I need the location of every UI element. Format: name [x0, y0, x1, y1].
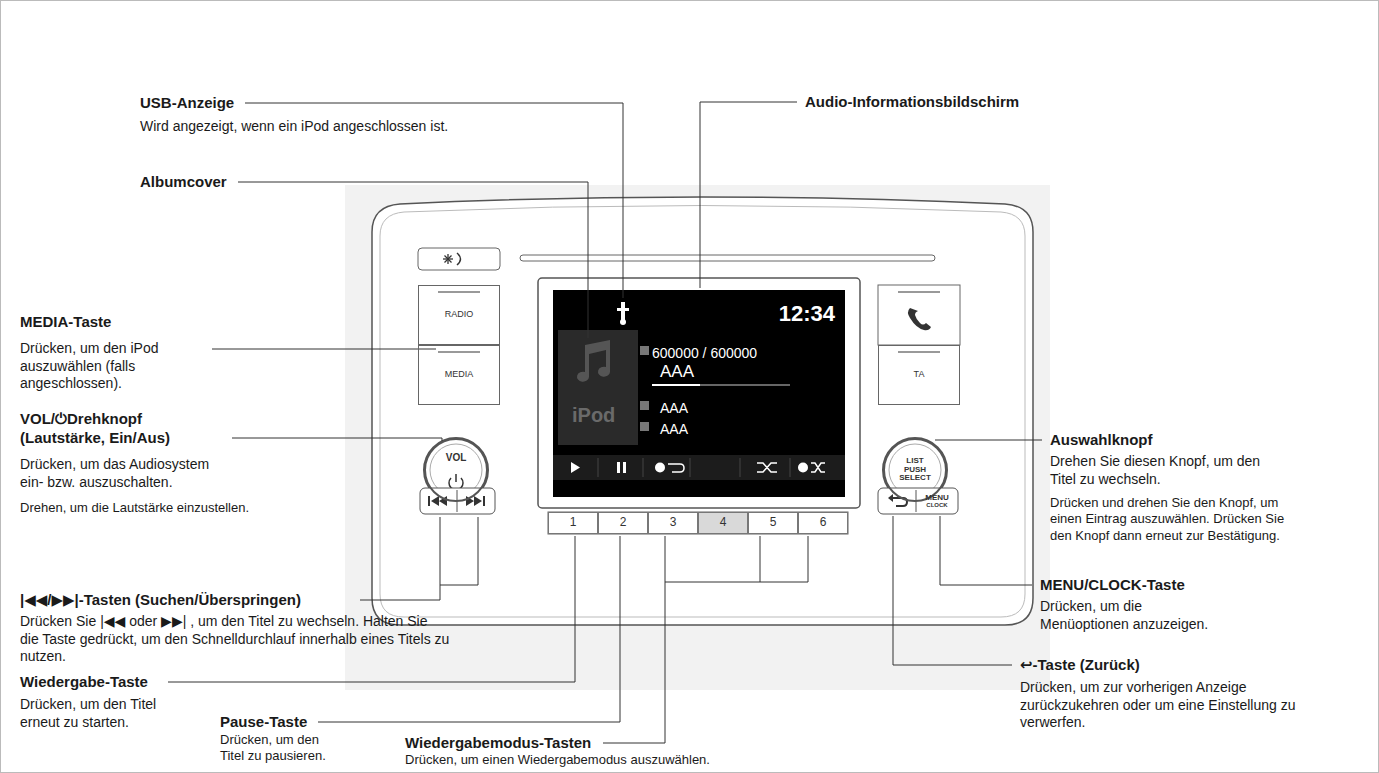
callout-text: Drücken, um die Menüoptionen anzuzeigen.: [1040, 598, 1230, 633]
select-knob: LIST PUSH SELECT: [883, 438, 947, 502]
illumination-button: [418, 248, 500, 270]
callout-heading: VOL/⏻Drehknopf (Lautstärke, Ein/Aus): [20, 410, 225, 448]
knob-ring: [424, 438, 488, 502]
callout-heading: Auswahlknopf: [1050, 431, 1250, 450]
screen-text: 12:34: [779, 302, 835, 326]
button-label: VOL: [446, 452, 467, 463]
callout-heading: Audio-Informationsbildschirm: [805, 93, 1105, 112]
album-cover: iPod: [558, 330, 638, 445]
media-button: MEDIA: [418, 345, 500, 405]
preset-row: [548, 512, 848, 534]
callout-text: Drücken, um den iPod auszuwählen (falls …: [20, 340, 210, 393]
callout-text: Drücken, um den Titel zu pausieren.: [220, 732, 345, 765]
ta-button: TA: [878, 345, 960, 405]
callout-text: Drücken und drehen Sie den Knopf, um ein…: [1050, 495, 1300, 544]
callout-heading: MEDIA-Taste: [20, 313, 220, 332]
callout-text: Drehen Sie diesen Knopf, um den Titel zu…: [1050, 453, 1265, 488]
button-label: LIST PUSH SELECT: [898, 457, 932, 483]
callout-heading: MENU/CLOCK-Taste: [1040, 576, 1260, 595]
audio-screen: 12:34 600000 / 600000AAA AAA AAA iPod: [553, 290, 845, 497]
callout-text: Drücken, um zur vorherigen Anzeige zurüc…: [1020, 679, 1300, 732]
callout-text: Drücken, um das Audiosystem ein- bzw. au…: [20, 456, 235, 491]
preset-button: 5: [748, 512, 798, 534]
preset-button: 4: [698, 512, 748, 534]
button-label: 2: [620, 516, 627, 529]
button-label: TA: [914, 370, 925, 380]
callout-text: Drücken Sie |◀◀ oder ▶▶| , um den Titel …: [20, 613, 450, 666]
button-label: RADIO: [445, 310, 474, 320]
disc-slot: [520, 255, 935, 261]
phone-button: [878, 285, 960, 345]
button-label: MENU: [925, 494, 949, 502]
callout-heading: |◀◀/▶▶|-Tasten (Suchen/Überspringen): [20, 591, 410, 610]
screen-text: AAA: [660, 363, 694, 382]
backdrop: [345, 185, 1050, 690]
cover-text: iPod: [572, 404, 615, 426]
button-label: 5: [770, 516, 777, 529]
button-label: 4: [720, 516, 727, 529]
screen-text: AAA: [660, 422, 688, 437]
preset-button: 6: [798, 512, 848, 534]
callout-text: Drücken, um den Titel erneut zu starten.: [20, 696, 180, 731]
panel-outline: [372, 197, 1033, 625]
callout-text: Drehen, um die Lautstärke einzustellen.: [20, 500, 320, 516]
callout-heading: ↩-Taste (Zurück): [1020, 656, 1270, 675]
leader-lines: [168, 102, 1042, 743]
button-label: MEDIA: [445, 370, 474, 380]
screen-text: AAA: [660, 401, 688, 416]
callout-text: Wird angezeigt, wenn ein iPod angeschlos…: [140, 118, 560, 136]
callout-heading: Albumcover: [140, 173, 290, 192]
usb-icon: [617, 302, 629, 325]
preset-button: 2: [598, 512, 648, 534]
vol-knob: VOL: [424, 438, 488, 502]
ta-indicator: [898, 351, 940, 353]
panel-inner: [380, 206, 1025, 618]
radio-button: RADIO: [418, 285, 500, 345]
callout-text: Drücken, um einen Wiedergabemodus auszuw…: [405, 752, 825, 768]
callout-heading: Pause-Taste: [220, 713, 340, 732]
screen-text: 600000 / 600000: [652, 346, 757, 361]
callout-heading: Wiedergabe-Taste: [20, 673, 220, 692]
callout-heading: USB-Anzeige: [140, 94, 340, 113]
display: [538, 278, 860, 508]
button-label: 3: [670, 516, 677, 529]
preset-button: 1: [548, 512, 598, 534]
callout-heading: Wiedergabemodus-Tasten: [405, 734, 665, 753]
preset-button: 3: [648, 512, 698, 534]
menu-clock-button: MENUCLOCK: [916, 488, 958, 514]
button-label: 1: [570, 516, 577, 529]
button-label: 6: [820, 516, 827, 529]
media-indicator: [438, 351, 480, 353]
radio-indicator: [438, 291, 480, 293]
button-label: CLOCK: [926, 502, 947, 508]
